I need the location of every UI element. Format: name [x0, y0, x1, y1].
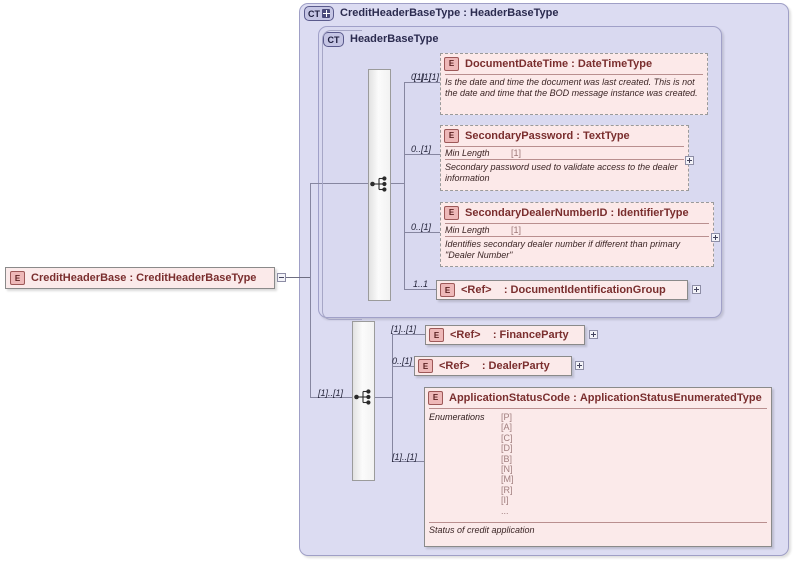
enumerations-values: [P] [A] [C] [D] [B] [N] [M] [R] [I] ... [501, 412, 514, 516]
complextype-badge-outer[interactable]: CT [304, 6, 334, 21]
element-badge-icon: E [440, 283, 455, 297]
connector-to-sequence-top [310, 183, 368, 184]
complextype-badge-inner[interactable]: CT [323, 32, 344, 47]
element-header-financeparty: E <Ref> : FinanceParty [426, 326, 584, 344]
connector-root-spine [310, 183, 311, 397]
complextype-title-inner: HeaderBaseType [350, 33, 439, 45]
element-badge-icon: E [418, 359, 433, 373]
element-badge-icon: E [10, 271, 25, 285]
connector-child-financeparty [392, 334, 426, 335]
element-box-dealerparty[interactable]: E <Ref> : DealerParty [414, 356, 572, 376]
connector-child-documentdatetime [404, 82, 440, 83]
element-divider-2 [429, 522, 767, 524]
facet-value: [1] [511, 225, 522, 235]
enumerations-block: Enumerations [P] [A] [C] [D] [B] [N] [M]… [425, 409, 771, 516]
expand-plus-icon[interactable] [322, 9, 330, 18]
element-box-applicationstatuscode[interactable]: E ApplicationStatusCode : ApplicationSta… [424, 387, 772, 547]
facet-label: Min Length [445, 225, 490, 235]
multiplicity-applicationstatuscode: [1]..[1] [392, 452, 418, 462]
element-divider [429, 408, 767, 409]
ct-badge-label-inner: CT [327, 34, 340, 45]
element-divider-2 [445, 159, 684, 160]
connector-to-sequence-bottom [310, 397, 355, 398]
element-header-applicationstatuscode: E ApplicationStatusCode : ApplicationSta… [425, 388, 771, 407]
enumerations-label: Enumerations [429, 412, 485, 422]
element-header-secondarydealernumberid: E SecondaryDealerNumberID : IdentifierTy… [441, 203, 713, 222]
element-header-dealerparty: E <Ref> : DealerParty [415, 357, 571, 375]
element-facet-row-secondarydealernumberid: Min Length [1] [441, 224, 713, 235]
element-box-secondarydealernumberid[interactable]: E SecondaryDealerNumberID : IdentifierTy… [440, 202, 714, 267]
facet-label: Min Length [445, 148, 490, 158]
element-divider-2 [445, 236, 709, 237]
element-divider [445, 146, 684, 147]
multiplicity-secondarydealernumberid: 0..[1] [411, 222, 432, 232]
multiplicity-documentdatetime: 0..[1] [411, 72, 432, 82]
element-annotation-secondarypassword: Secondary password used to validate acce… [445, 162, 678, 183]
element-annotation-secondarydealernumberid: Identifies secondary dealer number if di… [445, 239, 681, 260]
expander-dealerparty[interactable] [575, 361, 584, 370]
element-badge-icon: E [444, 128, 459, 143]
connector-seq-top-out [391, 183, 405, 184]
multiplicity-financeparty: [1]..[1] [391, 324, 417, 334]
element-name-financeparty: <Ref> : FinanceParty [450, 329, 569, 341]
multiplicity-sequence-bottom: [1]..[1] [318, 388, 344, 398]
element-header-documentdatetime: E DocumentDateTime : DateTimeType [441, 54, 707, 73]
multiplicity-documentidentificationgroup: 1..1 [413, 279, 429, 289]
multiplicity-dealerparty: 0..[1] [392, 356, 413, 366]
expander-secondarypassword[interactable] [685, 156, 694, 165]
connector-seq-bottom-spine [392, 334, 393, 462]
element-box-documentdatetime[interactable]: E DocumentDateTime : DateTimeType Is the… [440, 53, 708, 115]
facet-value: [1] [511, 148, 522, 158]
element-name-applicationstatuscode: ApplicationStatusCode : ApplicationStatu… [449, 391, 762, 404]
element-name-secondarypassword: SecondaryPassword : TextType [465, 129, 630, 142]
element-name-creditheaderbase: CreditHeaderBase : CreditHeaderBaseType [31, 272, 257, 284]
connector-child-secondarydealernumberid [404, 232, 440, 233]
element-header-secondarypassword: E SecondaryPassword : TextType [441, 126, 688, 145]
element-badge-icon: E [428, 390, 443, 405]
element-box-creditheaderbase[interactable]: E CreditHeaderBase : CreditHeaderBaseTyp… [5, 267, 275, 289]
element-name-dealerparty: <Ref> : DealerParty [439, 360, 550, 372]
connector-root-stub [282, 277, 311, 278]
connector-child-dealerparty [392, 366, 415, 367]
ct-badge-label: CT [308, 8, 320, 19]
element-facet-row-secondarypassword: Min Length [1] [441, 147, 688, 158]
expander-documentidentificationgroup[interactable] [692, 285, 701, 294]
element-box-financeparty[interactable]: E <Ref> : FinanceParty [425, 325, 585, 345]
element-divider [445, 223, 709, 224]
multiplicity-sequence-top: [1]..[1] [414, 72, 440, 82]
element-badge-icon: E [444, 56, 459, 71]
sequence-icon-top [370, 176, 387, 192]
element-name-secondarydealernumberid: SecondaryDealerNumberID : IdentifierType [465, 206, 689, 219]
expander-creditheaderbase[interactable] [277, 273, 286, 282]
sequence-icon-bottom [354, 389, 371, 405]
element-badge-icon: E [429, 328, 444, 342]
connector-seq-bottom-out [375, 397, 393, 398]
element-annotation-applicationstatuscode: Status of credit application [429, 525, 535, 536]
element-annotation-documentdatetime: Is the date and time the document was la… [445, 77, 698, 98]
complextype-title-outer: CreditHeaderBaseType : HeaderBaseType [340, 7, 559, 19]
multiplicity-secondarypassword: 0..[1] [411, 144, 432, 154]
element-box-secondarypassword[interactable]: E SecondaryPassword : TextType Min Lengt… [440, 125, 689, 191]
element-header-documentidentificationgroup: E <Ref> : DocumentIdentificationGroup [437, 281, 687, 299]
connector-seq-top-spine [404, 82, 405, 289]
expander-financeparty[interactable] [589, 330, 598, 339]
connector-child-secondarypassword [404, 154, 440, 155]
connector-child-documentidentificationgroup [404, 289, 440, 290]
element-box-documentidentificationgroup[interactable]: E <Ref> : DocumentIdentificationGroup [436, 280, 688, 300]
element-badge-icon: E [444, 205, 459, 220]
element-divider [445, 74, 703, 75]
connector-child-applicationstatuscode [392, 461, 425, 462]
expander-secondarydealernumberid[interactable] [711, 233, 720, 242]
element-name-documentidentificationgroup: <Ref> : DocumentIdentificationGroup [461, 284, 666, 296]
element-name-documentdatetime: DocumentDateTime : DateTimeType [465, 57, 653, 70]
